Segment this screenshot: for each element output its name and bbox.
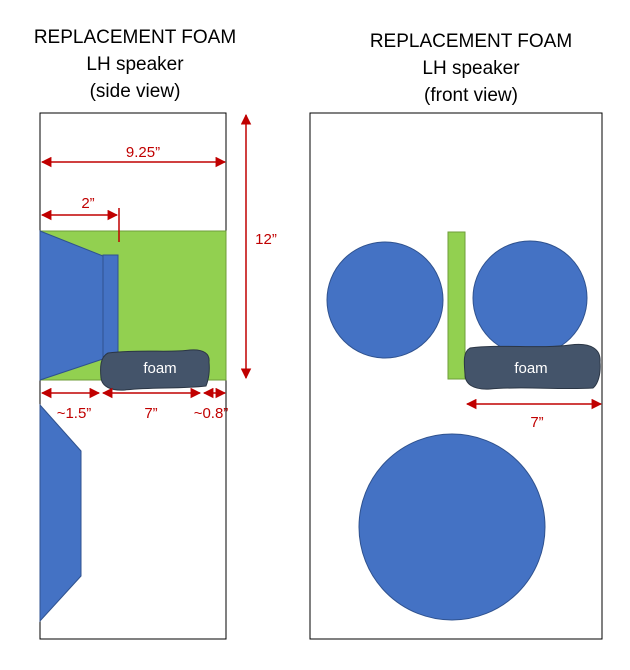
side-driver-flange: [102, 254, 119, 360]
side-upper-driver: [39, 230, 104, 381]
front-view-title-line2: LH speaker: [422, 58, 520, 79]
front-green-strip: [447, 231, 466, 380]
side-lower-driver: [39, 403, 82, 623]
side-view-title-line2: LH speaker: [86, 54, 184, 75]
side-offset-dimension-label: 2”: [81, 195, 94, 212]
side-height-dimension-label: 12”: [255, 231, 277, 248]
side-width-dimension-label: 9.25”: [126, 144, 160, 161]
front-woofer-driver: [358, 433, 546, 621]
side-foam-dimension-label: 7”: [144, 405, 157, 422]
side-back-gap-dimension-label: ~0.8”: [194, 405, 229, 422]
front-view-title-line3: (front view): [424, 85, 518, 106]
side-view-title-line1: REPLACEMENT FOAM: [33, 27, 237, 48]
front-view-title: REPLACEMENT FOAM LH speaker (front view): [336, 28, 606, 109]
front-foam-block: [463, 343, 601, 390]
side-view-title-line3: (side view): [89, 81, 181, 102]
side-foam-block: [100, 349, 210, 391]
side-view-title: REPLACEMENT FOAM LH speaker (side view): [0, 24, 270, 105]
front-foam-dimension-label: 7”: [530, 414, 543, 431]
front-view: foam 7”: [309, 112, 603, 640]
side-view: foam 9.25” 2” 12” ~1.5” 7” ~0.8”: [39, 112, 277, 640]
front-foam-label: foam: [514, 360, 547, 377]
front-view-title-line1: REPLACEMENT FOAM: [369, 31, 573, 52]
front-left-driver: [326, 241, 444, 359]
side-front-gap-dimension-label: ~1.5”: [57, 405, 92, 422]
front-right-driver: [472, 240, 588, 356]
side-foam-label: foam: [143, 360, 176, 377]
